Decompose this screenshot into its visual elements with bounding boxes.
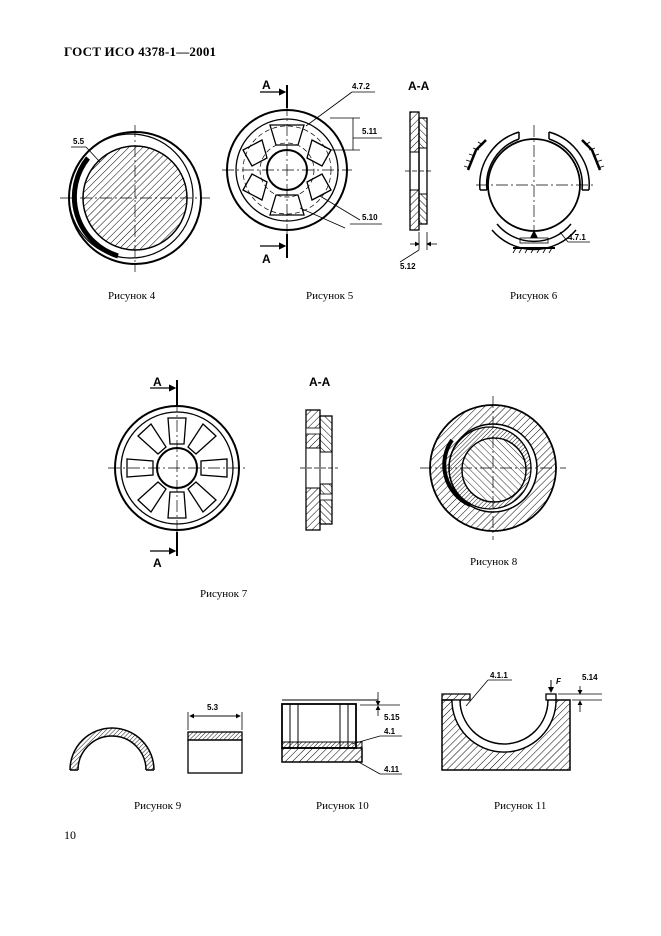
- fig10-label-411: 4.11: [384, 765, 400, 774]
- fig11-label-force: F: [556, 677, 562, 686]
- fig10-label-41: 4.1: [384, 727, 396, 736]
- fig11-label-411: 4.1.1: [490, 671, 508, 680]
- fig11-label-514: 5.14: [582, 673, 598, 682]
- fig5-label-511: 5.11: [362, 127, 378, 136]
- fig4-label: 5.5: [73, 137, 85, 146]
- fig5-section-top: А: [262, 78, 271, 92]
- figure-10-drawing: 5.15 4.1 4.11: [281, 692, 402, 775]
- caption-figure-7: Рисунок 7: [200, 588, 248, 600]
- caption-figure-5: Рисунок 5: [306, 290, 354, 302]
- figure-8-drawing: [420, 396, 566, 540]
- caption-figure-11: Рисунок 11: [494, 800, 547, 812]
- caption-figure-10: Рисунок 10: [316, 800, 369, 812]
- fig7-section-bottom: А: [153, 556, 162, 570]
- caption-figure-9: Рисунок 9: [134, 800, 182, 812]
- fig10-label-515: 5.15: [384, 713, 400, 722]
- figure-11-drawing: F 5.14 4.1.1: [441, 671, 602, 771]
- fig5-label-472: 4.7.2: [352, 82, 370, 91]
- caption-figure-6: Рисунок 6: [510, 290, 558, 302]
- figure-9-drawing: 5.3: [69, 703, 243, 774]
- fig6-label: 4.7.1: [568, 233, 586, 242]
- fig7-section-title: А-А: [309, 375, 331, 389]
- figure-5-section-drawing: А-А 5.12: [399, 79, 437, 271]
- figure-7-drawing: А А А-А: [108, 375, 338, 570]
- document-header: ГОСТ ИСО 4378-1—2001: [64, 44, 217, 59]
- fig9-label: 5.3: [207, 703, 219, 712]
- caption-figure-4: Рисунок 4: [108, 290, 156, 302]
- page-number: 10: [64, 828, 76, 842]
- fig7-section-top: А: [153, 375, 162, 389]
- figure-6-drawing: 4.7.1: [463, 125, 605, 254]
- caption-figure-8: Рисунок 8: [470, 556, 518, 568]
- figure-5-drawing: А А 4.7.2 5.11 5.10: [222, 78, 382, 266]
- fig5-section-bottom: А: [262, 252, 271, 266]
- figure-4-drawing: 5.5: [60, 125, 210, 272]
- fig5-label-510: 5.10: [362, 213, 378, 222]
- fig5-section-title: А-А: [408, 79, 430, 93]
- fig5-label-512: 5.12: [400, 262, 416, 271]
